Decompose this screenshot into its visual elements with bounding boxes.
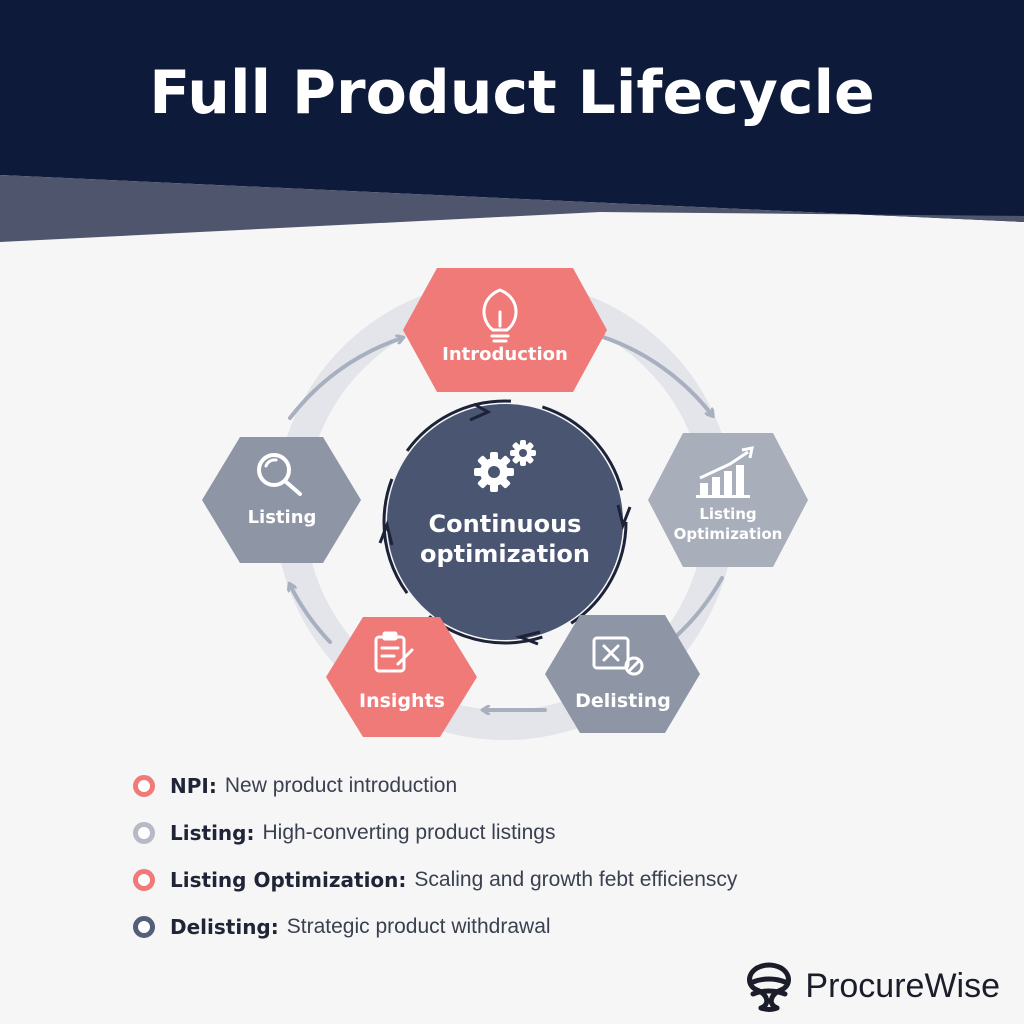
- center-arrowhead: [378, 520, 394, 546]
- legend-desc: High-converting product listings: [262, 820, 556, 844]
- procurewise-logo-icon: [747, 962, 792, 1012]
- legend-term: Listing:: [170, 820, 255, 845]
- legend-item-npi: NPI: New product introduction: [133, 762, 993, 809]
- center-arrowhead: [515, 630, 541, 646]
- node-insights[interactable]: Insights: [326, 617, 477, 737]
- header-band: [0, 0, 1024, 222]
- arrow-introduction-to-optimization: [598, 334, 712, 415]
- legend-dot: [133, 774, 155, 797]
- center-arrowhead: [616, 504, 632, 530]
- center-cycle-arrows: [382, 399, 628, 645]
- clipboard-icon: [374, 631, 414, 673]
- brand: ProcureWise: [743, 958, 1000, 1014]
- gears-icon: [474, 440, 536, 492]
- legend-desc: Scaling and growth febt efficienscy: [414, 867, 738, 891]
- listing-optimization-label-line2: Optimization: [674, 525, 783, 543]
- legend-item-listing: Listing: High-converting product listing…: [133, 809, 993, 856]
- page-title: Full Product Lifecycle: [149, 58, 875, 128]
- legend-item-delisting: Delisting: Strategic product withdrawal: [133, 903, 993, 950]
- header-shadow-wedge: [0, 175, 1024, 242]
- insights-label: Insights: [359, 690, 445, 712]
- center-circle: [387, 404, 623, 640]
- lightbulb-icon: [482, 288, 518, 343]
- brand-name: ProcureWise: [805, 966, 1000, 1005]
- node-listing[interactable]: Listing: [202, 437, 361, 563]
- node-introduction[interactable]: Introduction: [403, 268, 607, 392]
- insights-hexagon: [326, 617, 477, 737]
- listing-optimization-hexagon: [648, 433, 808, 567]
- bar-chart-icon: [696, 446, 754, 498]
- legend-dot: [133, 821, 155, 844]
- node-listing-optimization[interactable]: Listing Optimization: [648, 433, 808, 567]
- legend-desc: New product introduction: [224, 773, 458, 797]
- delisting-hexagon: [545, 615, 700, 733]
- legend-desc: Strategic product withdrawal: [286, 914, 551, 938]
- legend-term: NPI:: [170, 773, 217, 798]
- listing-label: Listing: [248, 507, 317, 528]
- center-label-line2: optimization: [420, 540, 590, 568]
- listing-optimization-label-line1: Listing: [699, 505, 756, 523]
- listing-hexagon: [202, 437, 361, 563]
- legend-dot: [133, 868, 155, 891]
- arrow-listing-to-introduction: [288, 338, 402, 420]
- node-delisting[interactable]: Delisting: [545, 615, 700, 733]
- center-label-line1: Continuous: [429, 510, 582, 538]
- delist-icon: [592, 636, 644, 676]
- legend: NPI: New product introduction Listing: H…: [133, 762, 993, 950]
- center-node[interactable]: Continuous optimization: [378, 399, 632, 646]
- legend-term: Listing Optimization:: [170, 867, 407, 892]
- center-arrowhead: [469, 402, 492, 422]
- legend-dot: [133, 915, 155, 938]
- introduction-label: Introduction: [442, 344, 568, 365]
- arrow-insights-to-listing: [290, 585, 332, 644]
- delisting-label: Delisting: [575, 690, 671, 712]
- legend-term: Delisting:: [170, 914, 279, 939]
- legend-item-listing-optimization: Listing Optimization: Scaling and growth…: [133, 856, 993, 903]
- magnifier-icon: [257, 453, 302, 496]
